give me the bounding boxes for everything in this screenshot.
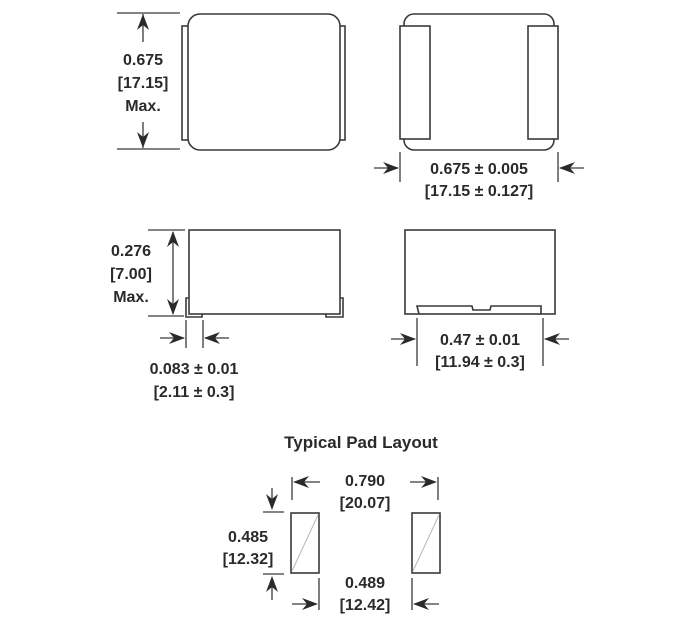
top-height-metric: [17.15] [118,75,169,92]
side-height-note: Max. [113,289,149,306]
side-height-value: 0.276 [111,243,151,260]
side-view-left-terminal [185,297,203,318]
end-view-terminal [415,305,542,315]
overall-width-metric: [20.07] [340,495,391,512]
gap-metric: [12.42] [340,597,391,614]
end-width-metric: [11.94 ± 0.3] [435,354,525,371]
bottom-width-metric: [17.15 ± 0.127] [425,183,533,200]
side-view: 0.276 [7.00] Max. 0.083 ± 0.01 [2.11 ± 0… [110,229,344,401]
top-height-note: Max. [125,98,161,115]
pad-height-value: 0.485 [228,529,268,546]
side-view-body [188,229,341,315]
pad-layout: Typical Pad Layout 0.790 [20.07] 0.485 [… [223,433,441,614]
top-view: 0.675 [17.15] Max. [117,12,346,151]
top-view-body [187,13,341,151]
pad-hatch [412,514,440,572]
end-view-body [404,229,556,315]
top-height-value: 0.675 [123,52,163,69]
terminal-width-metric: [2.11 ± 0.3] [154,384,235,401]
bottom-width-value: 0.675 ± 0.005 [430,161,528,178]
bottom-view-right-terminal [527,25,559,140]
overall-width-value: 0.790 [345,473,385,490]
pad-layout-title: Typical Pad Layout [284,433,438,452]
bottom-view-left-terminal [399,25,431,140]
side-height-metric: [7.00] [110,266,152,283]
side-view-right-terminal [325,297,344,318]
end-width-value: 0.47 ± 0.01 [440,332,520,349]
pad-hatch [291,514,319,572]
terminal-width-value: 0.083 ± 0.01 [150,361,239,378]
bottom-view: 0.675 ± 0.005 [17.15 ± 0.127] [374,13,584,200]
end-view: 0.47 ± 0.01 [11.94 ± 0.3] [391,229,569,371]
pad-height-metric: [12.32] [223,551,274,568]
gap-value: 0.489 [345,575,385,592]
